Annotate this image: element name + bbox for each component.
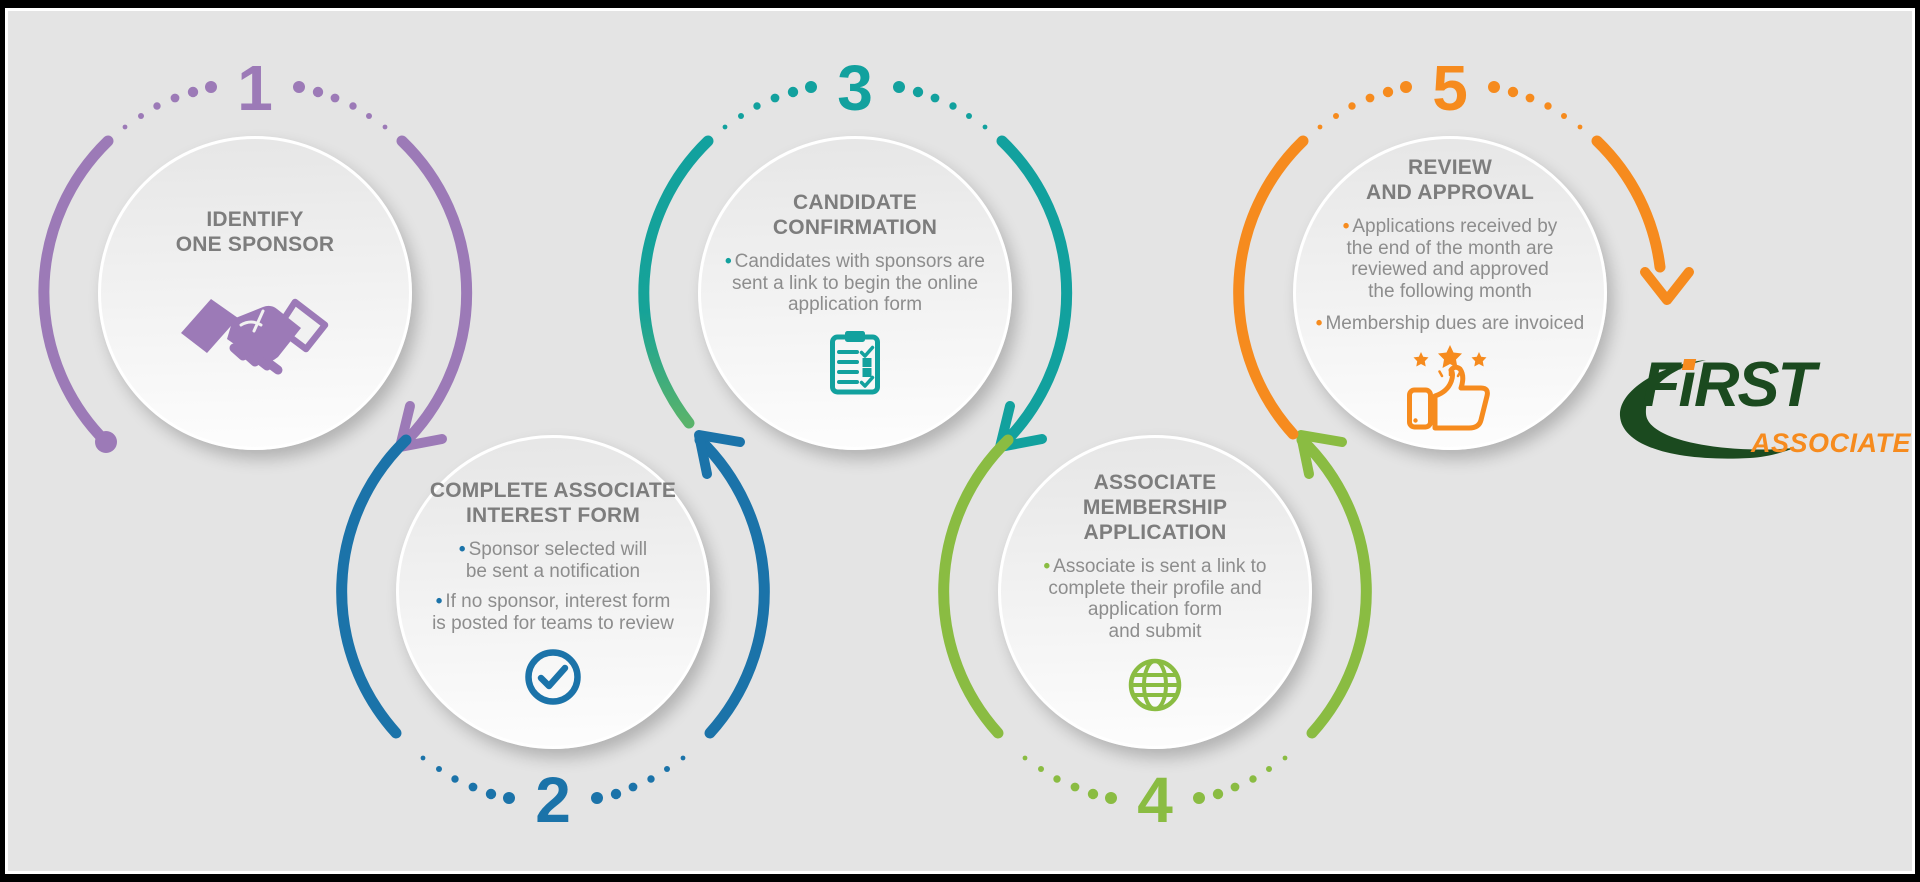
- step5-title: REVIEW AND APPROVAL: [1365, 156, 1535, 205]
- step3-ring-dots: [722, 81, 988, 130]
- step1-ring-dots: [122, 81, 388, 130]
- step2-number: 2: [535, 764, 571, 836]
- bullet-text: If no sponsor, interest form is posted f…: [432, 591, 674, 634]
- step3-ring: [638, 135, 1073, 451]
- logo-swoosh: [1619, 360, 1794, 459]
- step5-bullet: •Membership dues are invoiced: [1316, 313, 1584, 335]
- step5-exit-arrow-icon: [1640, 267, 1694, 305]
- step2-to-step3-arrow-icon: [694, 430, 745, 479]
- step5-number: 5: [1432, 52, 1468, 124]
- step5-ring: [1233, 135, 1666, 440]
- logo-brand-text: FıRST: [1642, 350, 1816, 420]
- step3-bullet: •Candidates with sponsors are sent a lin…: [725, 251, 985, 316]
- step4-ring: [938, 434, 1372, 739]
- step4-title: ASSOCIATE MEMBERSHIP APPLICATION: [1082, 471, 1228, 544]
- thumbs-up-stars-icon: [1404, 343, 1496, 431]
- step3-card: CANDIDATE CONFIRMATION •Candidates with …: [698, 136, 1012, 450]
- step4-number: 4: [1137, 764, 1173, 836]
- step4-bullet: •Associate is sent a link to complete th…: [1044, 556, 1267, 642]
- bullet-dot: •: [435, 591, 443, 612]
- step4-to-step5-arrow-icon: [1296, 430, 1347, 479]
- bullet-dot: •: [1342, 216, 1350, 238]
- step1-start-dot: [95, 431, 117, 453]
- step3-title: CANDIDATE CONFIRMATION: [772, 191, 938, 240]
- step4-card: ASSOCIATE MEMBERSHIP APPLICATION •Associ…: [998, 435, 1312, 749]
- step5-ring-dots: [1317, 81, 1583, 130]
- step1-card: IDENTIFY ONE SPONSOR: [98, 136, 412, 450]
- step1-ring: [38, 135, 473, 451]
- bullet-text: Applications received by the end of the …: [1346, 216, 1558, 302]
- step2-bullet: •Sponsor selected will be sent a notific…: [432, 539, 674, 582]
- check-circle-icon: [524, 648, 582, 706]
- bullet-text: Candidates with sponsors are sent a link…: [731, 251, 985, 316]
- step1-title: IDENTIFY ONE SPONSOR: [175, 208, 335, 256]
- bullet-text: Associate is sent a link to complete the…: [1048, 556, 1267, 642]
- bullet-dot: •: [725, 251, 732, 273]
- bullet-dot: •: [1315, 313, 1323, 335]
- clipboard-checklist-icon: [828, 330, 882, 396]
- bullet-dot: •: [1043, 556, 1051, 577]
- logo-subtitle-text: ASSOCIATE: [1750, 428, 1911, 458]
- step2-card: COMPLETE ASSOCIATE INTEREST FORM •Sponso…: [396, 435, 710, 749]
- first-associate-logo: FıRST ASSOCIATE: [1608, 348, 1913, 478]
- step4-ring-dots: [1022, 755, 1288, 804]
- step2-bullet: •If no sponsor, interest form is posted …: [432, 591, 674, 634]
- logo-letters: RST: [1694, 350, 1816, 420]
- step2-title: COMPLETE ASSOCIATE INTEREST FORM: [429, 479, 677, 527]
- bullet-text: Membership dues are invoiced: [1325, 313, 1585, 335]
- step5-bullet: •Applications received by the end of the…: [1316, 216, 1584, 302]
- bullet-dot: •: [458, 539, 466, 560]
- step2-ring: [336, 434, 770, 739]
- logo-letter-i: ı: [1678, 350, 1695, 420]
- step2-ring-dots: [420, 755, 686, 804]
- step3-number: 3: [837, 52, 873, 124]
- logo-letter: F: [1642, 350, 1681, 420]
- handshake-icon: [177, 287, 333, 379]
- bullet-text: Sponsor selected will be sent a notifica…: [465, 539, 648, 582]
- step1-number: 1: [237, 52, 273, 124]
- step5-card: REVIEW AND APPROVAL •Applications receiv…: [1293, 136, 1607, 450]
- globe-icon: [1126, 656, 1184, 714]
